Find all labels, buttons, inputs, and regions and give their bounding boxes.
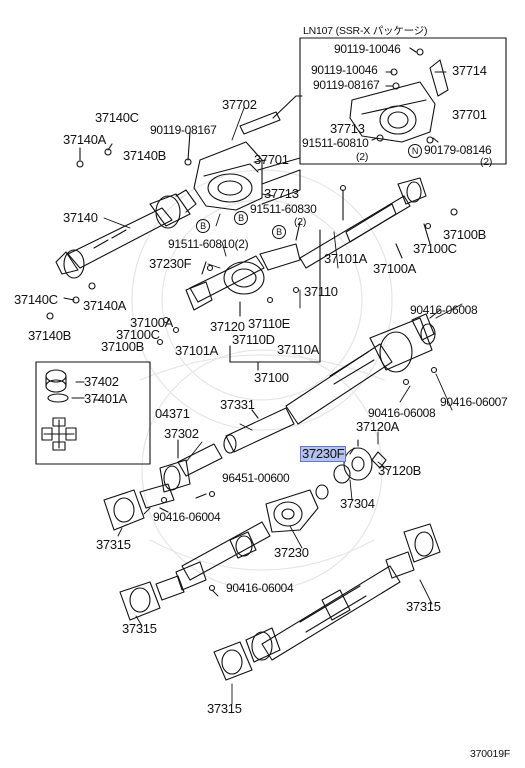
part-label-96451-00600[interactable]: 96451-00600 [222,471,290,485]
part-label-37110e[interactable]: 37110E [248,316,291,331]
part-label-37140c-left[interactable]: 37140C [14,292,58,307]
part-label-37701[interactable]: 37701 [254,152,289,167]
flange-yoke-37315-a [103,483,175,531]
part-label-37304[interactable]: 37304 [340,496,375,511]
b-mark-2: B [234,210,250,225]
part-label-37315-d[interactable]: 37315 [207,701,242,716]
part-label-37100b-mid[interactable]: 37100B [101,339,145,354]
figure-id-label: 370019F [470,748,511,760]
companion-flange-parts [315,447,387,500]
part-label-90416-06004-a[interactable]: 90416-06004 [153,510,221,524]
part-label-37140b-left[interactable]: 37140B [28,328,72,343]
part-label-37110[interactable]: 37110 [304,284,338,299]
part-label-90416-06007[interactable]: 90416-06007 [440,395,508,409]
part-label-37702[interactable]: 37702 [222,97,257,112]
spider-kit-inset [35,361,151,465]
part-label-37140[interactable]: 37140 [63,210,98,225]
part-label-37230f-top[interactable]: 37230F [149,256,192,271]
part-label-37120[interactable]: 37120 [210,319,245,334]
part-label-91511-60830[interactable]: 91511-60830 [250,202,317,216]
part-label-37701-inset[interactable]: 37701 [452,107,487,122]
part-label-04371[interactable]: 04371 [155,406,190,421]
intermediate-shaft-upper-right [299,177,427,269]
b-mark-icon-1: B [196,218,210,233]
part-label-37140a-top[interactable]: 37140A [63,132,107,147]
part-label-37100[interactable]: 37100 [254,370,289,385]
part-label-90416-06004-b[interactable]: 90416-06004 [226,581,294,595]
ssr-x-package-inset [299,37,507,165]
leader-lines [93,107,463,705]
b-mark-1: B [196,218,212,233]
part-label-90119-08167[interactable]: 90119-08167 [150,123,217,137]
rear-propeller-shaft-lower [245,565,401,663]
part-label-37100c-mid[interactable]: 37100C [116,327,160,342]
front-propeller-shaft [55,189,197,279]
part-label-37110a[interactable]: 37110A [277,342,320,357]
qty-label-91511-60830: (2) [294,216,307,228]
part-label-37100a-right[interactable]: 37100A [373,261,417,276]
part-label-90119-10046-a[interactable]: 90119-10046 [334,42,401,56]
part-label-37120a[interactable]: 37120A [356,419,400,434]
flange-yoke-37315-c [385,523,441,579]
n-mark-icon: N [408,144,422,158]
part-label-90119-10046-b[interactable]: 90119-10046 [311,63,378,77]
b-mark-3: B [272,224,288,239]
part-label-37713-inset[interactable]: 37713 [330,121,365,136]
part-label-37714[interactable]: 37714 [452,63,487,78]
part-label-37110d[interactable]: 37110D [232,332,275,347]
center-support-bearing-37230 [265,489,319,533]
part-label-37402[interactable]: 37402 [84,374,119,389]
part-label-37101a-right[interactable]: 37101A [324,251,368,266]
part-label-37100c-right[interactable]: 37100C [413,241,457,256]
part-label-37230[interactable]: 37230 [274,545,309,560]
part-label-37140a-left[interactable]: 37140A [83,298,127,313]
part-label-37315-b[interactable]: 37315 [122,621,157,636]
shaft-boot-37331 [223,407,295,454]
b-mark-icon-2: B [234,210,248,225]
part-label-90179-08146-text: 90179-08146 [424,143,492,158]
part-label-37140c-top[interactable]: 37140C [95,110,139,125]
part-label-37302[interactable]: 37302 [164,426,199,441]
part-label-37140b-top[interactable]: 37140B [123,148,167,163]
flange-yoke-37315-b [119,575,185,621]
inset-center-bearing-bracket [349,48,449,144]
part-label-37713[interactable]: 37713 [264,186,299,201]
part-label-90119-08167-inset[interactable]: 90119-08167 [313,78,380,92]
part-label-37315-c[interactable]: 37315 [406,599,441,614]
part-label-91511-60810-inset[interactable]: 91511-60810 [302,136,369,150]
spider-kit-parts [41,369,77,451]
part-label-37100b-right[interactable]: 37100B [443,227,487,242]
inset-header-label: LN107 (SSR-X パッケージ) [303,25,428,37]
inset-qty-a: (2) [356,151,369,163]
part-label-91511-60810[interactable]: 91511-60810(2) [168,237,249,251]
part-label-37331[interactable]: 37331 [220,397,255,412]
flange-yoke-37315-d [213,641,253,681]
middle-yoke-assembly [185,243,301,311]
part-label-90416-06008-mid[interactable]: 90416-06008 [368,406,436,420]
rear-propeller-shaft-main [285,313,436,425]
inset-qty-b: (2) [480,156,493,168]
part-label-90416-06008-top[interactable]: 90416-06008 [410,303,478,317]
center-bearing-bracket [193,111,301,211]
part-label-37120b[interactable]: 37120B [378,463,422,478]
part-label-37100a-mid[interactable]: 37100A [130,315,174,330]
slip-yoke-37302 [159,443,223,493]
part-label-37401a[interactable]: 37401A [84,391,128,406]
b-mark-icon-3: B [272,224,286,239]
group-bracket-37110 [229,345,321,371]
part-label-37101a-mid[interactable]: 37101A [175,343,219,358]
part-label-37230f-highlighted[interactable]: 37230F [300,446,347,462]
part-label-37315-a[interactable]: 37315 [96,537,131,552]
